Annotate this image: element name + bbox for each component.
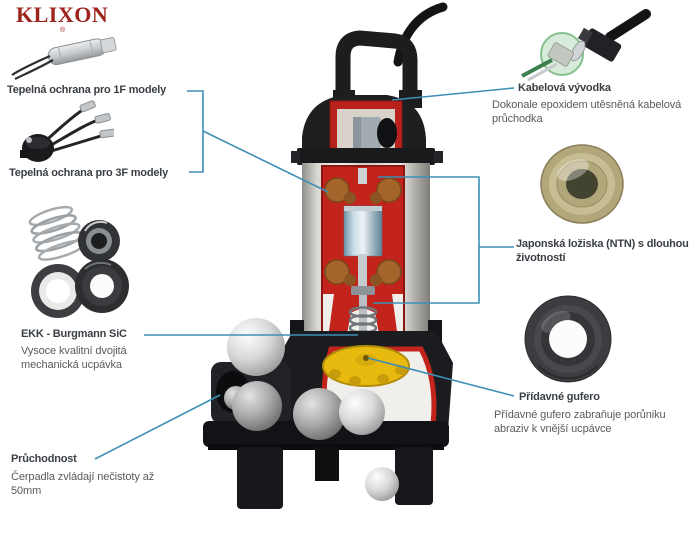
- bearings-label-line1: Japonská ložiska (NTN) s dlouhou: [516, 238, 689, 250]
- thermal-protector-1f-image: [11, 37, 117, 80]
- thermal-1f-label: Tepelná ochrana pro 1F modely: [7, 84, 167, 96]
- carry-handle: [335, 30, 418, 104]
- cable-gland-label: Kabelová vývodka: [518, 82, 611, 94]
- pump-leg: [395, 447, 433, 505]
- gufero-seal-image: [524, 295, 612, 383]
- extra-seal-label: Přídavné gufero: [519, 391, 600, 403]
- passage-line: [94, 394, 221, 460]
- cable-gland-desc-line1: Dokonale epoxidem utěsněná kabelová: [492, 99, 682, 111]
- thermal-to-pump-line: [202, 130, 329, 193]
- power-cable: [393, 2, 448, 67]
- cable-gland-desc-line2: průchodka: [492, 113, 543, 125]
- extra-seal-desc: Přídavné gufero zabraňuje porůniku abraz…: [494, 408, 666, 436]
- pump-leg: [237, 447, 283, 509]
- registered-mark-icon: ®: [60, 27, 66, 34]
- lower-bearing: [351, 286, 375, 295]
- thermal-3f-label: Tepelná ochrana pro 3F modely: [9, 167, 169, 179]
- pump-cutaway-image: [203, 2, 453, 509]
- bearings-label-line2: životností: [516, 252, 566, 264]
- passage-desc-line1: Čerpadla zvládají nečistoty až: [11, 471, 155, 483]
- cable-gland-line: [391, 87, 515, 101]
- mechanical-seal-desc: Vysoce kvalitní dvojitá mechanická ucpáv…: [21, 344, 127, 372]
- passage-label: Průchodnost: [11, 453, 77, 465]
- cable-gland-desc: Dokonale epoxidem utěsněná kabelová průc…: [492, 98, 681, 126]
- mechanical-seal-kit-image: [28, 205, 129, 318]
- callout-lines: [94, 87, 515, 460]
- extra-seal-line: [367, 357, 515, 397]
- rotor: [343, 205, 383, 257]
- ball-bearing-image: [540, 144, 624, 224]
- bearing-bracket-line: [373, 176, 480, 304]
- extra-seal-desc-line1: Přídavné gufero zabraňuje porůniku: [494, 409, 666, 421]
- mechanical-seal-label: EKK - Burgmann SiC: [21, 328, 127, 340]
- passage-desc-line2: 50mm: [11, 485, 42, 497]
- klixon-logo: KLIXON: [16, 2, 109, 27]
- solids-spheres: [227, 318, 399, 501]
- mechanical-seal-desc-line1: Vysoce kvalitní dvojitá: [21, 345, 127, 357]
- bearings-label: Japonská ložiska (NTN) s dlouhou životno…: [516, 237, 689, 265]
- mechanical-seal-desc-line2: mechanická ucpávka: [21, 359, 122, 371]
- extra-seal-desc-line2: abraziv k vnější ucpávce: [494, 423, 612, 435]
- shaft: [358, 254, 367, 296]
- cable-gland-image: [521, 9, 651, 82]
- thermal-protector-3f-image: [20, 100, 114, 162]
- thermal-bracket-line: [187, 90, 204, 173]
- passage-desc: Čerpadla zvládají nečistoty až 50mm: [11, 470, 154, 498]
